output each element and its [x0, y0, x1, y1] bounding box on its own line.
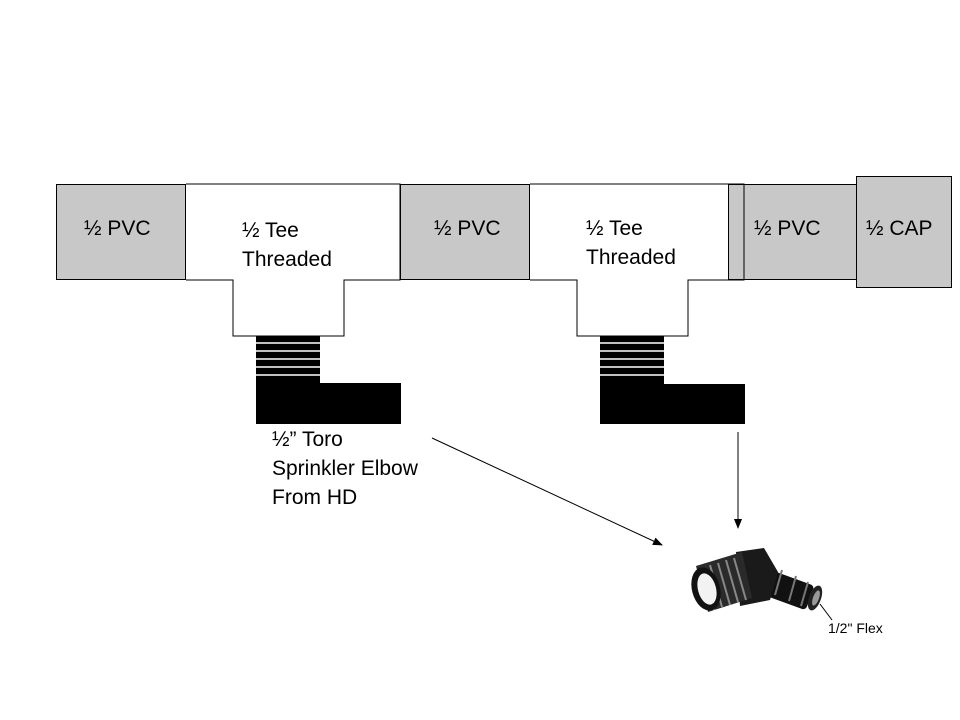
- sprinkler-elbow-2: [600, 336, 745, 424]
- elbow-fitting-illustration: [691, 548, 833, 621]
- elbow-label: ½” Toro Sprinkler Elbow From HD: [272, 428, 418, 509]
- cap-label: ½ CAP: [866, 217, 933, 240]
- tee-label-1: ½ Tee Threaded: [242, 219, 332, 271]
- flex-label: 1/2" Flex: [828, 620, 883, 636]
- pvc-label-3: ½ PVC: [754, 217, 821, 240]
- pvc-segment-1: [56, 184, 186, 280]
- sprinkler-elbow-1: [256, 336, 401, 424]
- end-cap: [856, 176, 952, 288]
- pvc-label-1: ½ PVC: [84, 217, 151, 240]
- pvc-segment-2: [400, 184, 530, 280]
- pvc-segment-3: [728, 184, 858, 280]
- tee-label-2: ½ Tee Threaded: [586, 217, 676, 269]
- pvc-label-2: ½ PVC: [434, 217, 501, 240]
- arrow-to-elbow-photo-1: [431, 437, 663, 546]
